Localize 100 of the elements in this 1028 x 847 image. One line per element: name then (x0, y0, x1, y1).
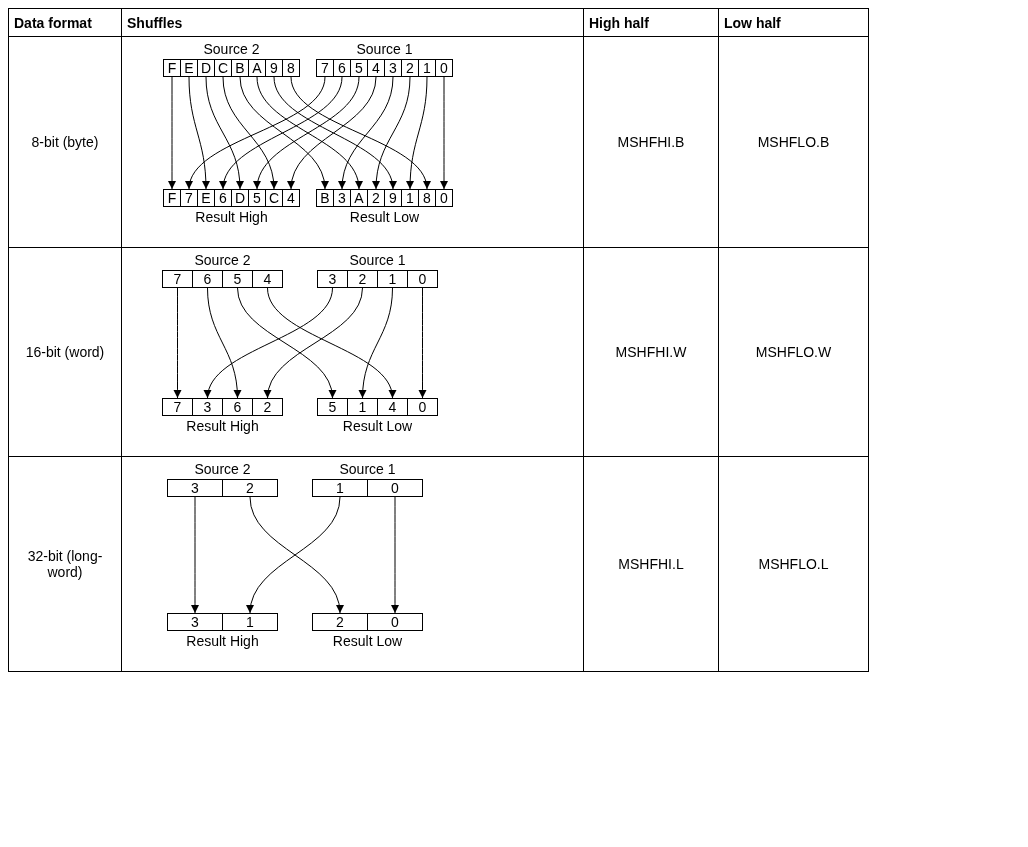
format-label: 8-bit (byte) (8, 36, 122, 248)
bit-field: 0 (435, 189, 453, 207)
bit-field: 6 (222, 398, 253, 416)
bit-field: 5 (222, 270, 253, 288)
arrow (205, 76, 244, 190)
bit-field: 7 (162, 398, 193, 416)
arrow (440, 76, 448, 190)
bit-field: 0 (407, 398, 438, 416)
format-label: 16-bit (word) (8, 247, 122, 457)
instruction-name: MSHFHI.B (583, 36, 719, 248)
instruction-name: MSHFHI.L (583, 456, 719, 672)
bit-field: 2 (401, 59, 419, 77)
bit-field: 8 (418, 189, 436, 207)
bit-field: A (248, 59, 266, 77)
bit-field: 1 (401, 189, 419, 207)
arrow (273, 76, 396, 190)
bit-field: 3 (384, 59, 402, 77)
bit-field: 4 (367, 59, 385, 77)
bit-field: 2 (252, 398, 283, 416)
bit-field: 9 (265, 59, 283, 77)
register-label: Source 2 (193, 460, 252, 479)
arrow (406, 76, 428, 190)
bit-field: 8 (282, 59, 300, 77)
instruction-name: MSHFLO.L (718, 456, 869, 672)
arrow (168, 76, 176, 190)
bit-field: D (197, 59, 215, 77)
arrow (237, 287, 336, 399)
bit-field: 0 (407, 270, 438, 288)
arrow (372, 76, 411, 190)
bit-field: 5 (248, 189, 266, 207)
bit-field: 1 (377, 270, 408, 288)
bit-field: 3 (333, 189, 351, 207)
bit-field: 3 (167, 613, 223, 631)
bit-field: 6 (192, 270, 223, 288)
arrow (220, 76, 343, 190)
instruction-name: MSHFLO.W (718, 247, 869, 457)
arrow (264, 287, 363, 399)
column-header: Shuffles (121, 8, 584, 37)
bit-field: F (163, 59, 181, 77)
bit-field: 4 (282, 189, 300, 207)
arrow (186, 76, 326, 190)
instruction-name: MSHFLO.B (718, 36, 869, 248)
format-label: 32-bit (long-word) (8, 456, 122, 672)
arrow (207, 287, 242, 399)
column-header: High half (583, 8, 719, 37)
arrow (358, 287, 393, 399)
bit-field: 1 (418, 59, 436, 77)
bit-field: 6 (333, 59, 351, 77)
bit-field: E (180, 59, 198, 77)
bit-field: E (197, 189, 215, 207)
register (167, 613, 278, 651)
bit-field: 5 (350, 59, 368, 77)
bit-field: 3 (192, 398, 223, 416)
register-label: Result High (194, 208, 269, 227)
bit-field: 2 (347, 270, 378, 288)
bit-field: 4 (377, 398, 408, 416)
bit-field: 0 (367, 613, 423, 631)
arrow (391, 496, 399, 614)
bit-field: 9 (384, 189, 402, 207)
register-label: Source 1 (355, 40, 414, 59)
register-label: Source 2 (193, 251, 252, 270)
arrow (290, 76, 430, 190)
register-label: Result High (185, 417, 260, 436)
arrow (222, 76, 278, 190)
bit-field: A (350, 189, 368, 207)
bit-field: 1 (312, 479, 368, 497)
bit-field: 7 (162, 270, 193, 288)
bit-field: B (316, 189, 334, 207)
bit-field: 1 (222, 613, 278, 631)
bit-field: 6 (214, 189, 232, 207)
arrow (188, 76, 210, 190)
column-header: Data format (8, 8, 122, 37)
bit-field: 5 (317, 398, 348, 416)
arrow (418, 287, 427, 399)
arrow (191, 496, 199, 614)
arrow (239, 76, 328, 190)
arrow (267, 287, 395, 399)
bit-field: D (231, 189, 249, 207)
register-label: Source 1 (338, 460, 397, 479)
register-label: Source 2 (202, 40, 261, 59)
bit-field: C (214, 59, 232, 77)
instruction-name: MSHFHI.W (583, 247, 719, 457)
bit-field: 2 (367, 189, 385, 207)
register (163, 189, 300, 227)
column-header: Low half (718, 8, 869, 37)
arrow (173, 287, 182, 399)
arrow (205, 287, 333, 399)
bit-field: 0 (435, 59, 453, 77)
bit-field: 2 (222, 479, 278, 497)
arrow (338, 76, 394, 190)
register-label: Result Low (348, 208, 421, 227)
bit-field: C (265, 189, 283, 207)
register (162, 398, 283, 436)
arrow (288, 76, 377, 190)
bit-field: 3 (167, 479, 223, 497)
bit-field: 4 (252, 270, 283, 288)
bit-field: 3 (317, 270, 348, 288)
bit-field: 7 (180, 189, 198, 207)
register-label: Result Low (341, 417, 414, 436)
bit-field: B (231, 59, 249, 77)
